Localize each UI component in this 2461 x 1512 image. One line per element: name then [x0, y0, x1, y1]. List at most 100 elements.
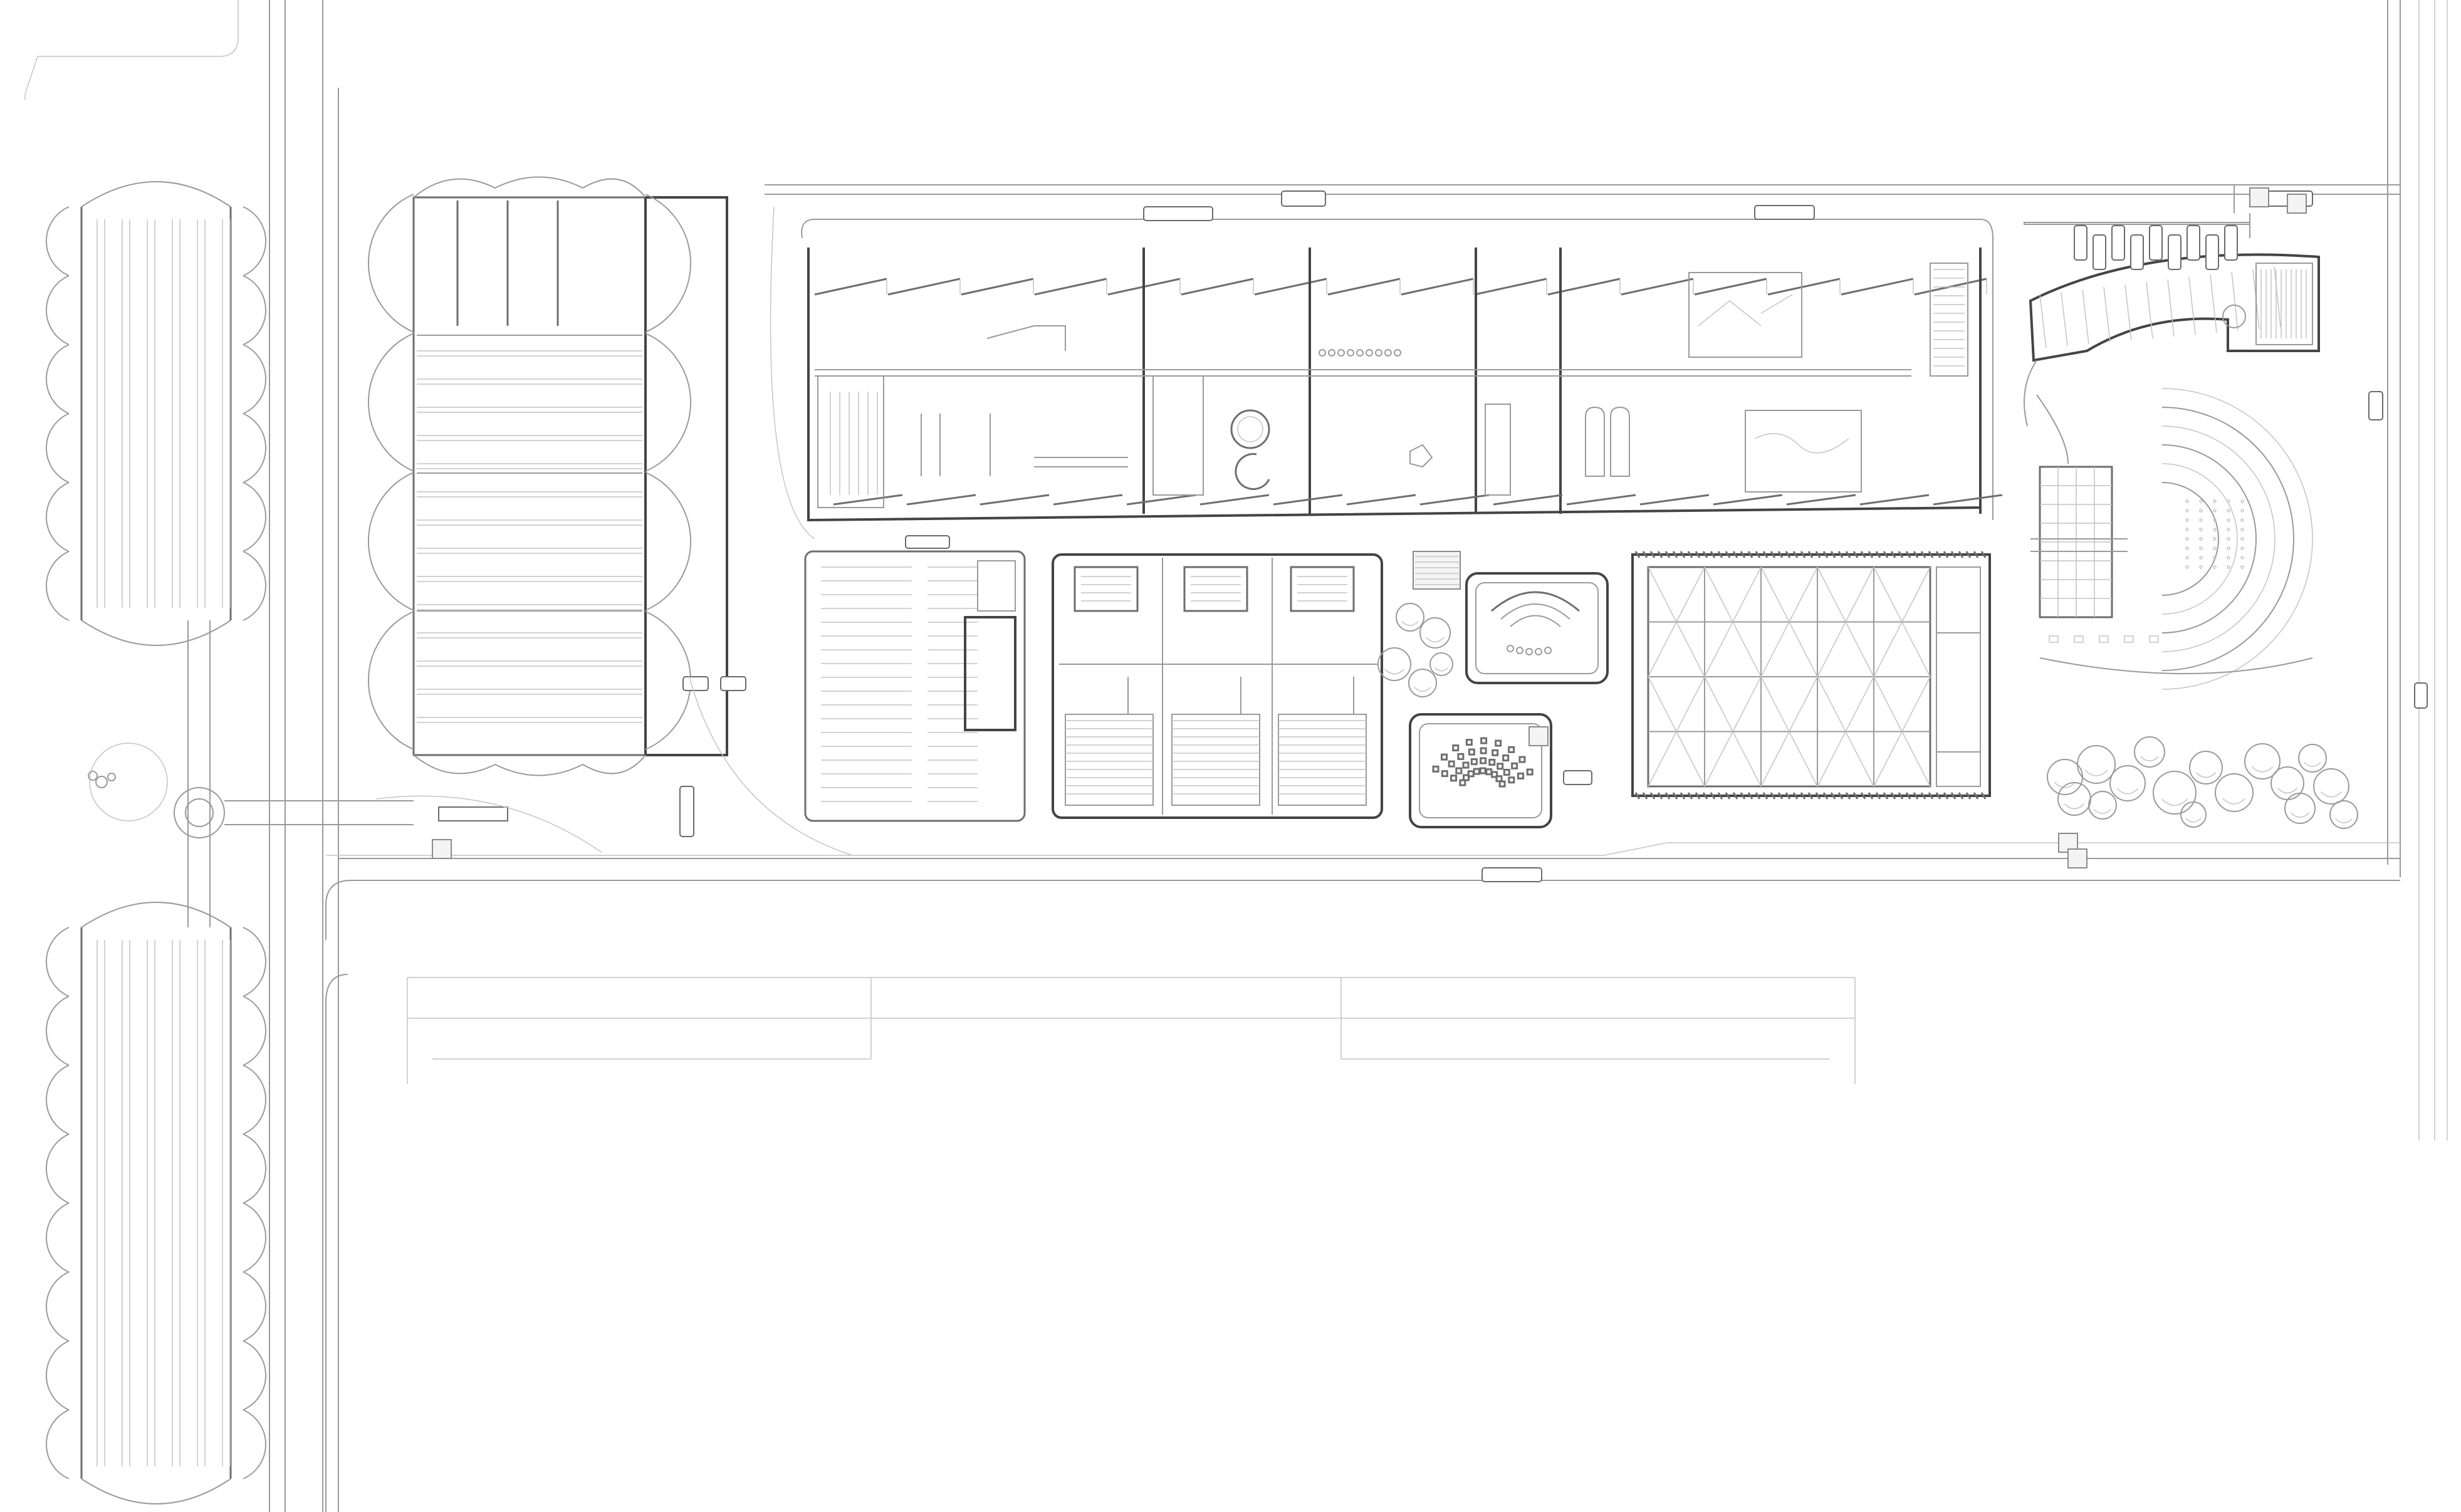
arena-rib [1928, 551, 1934, 558]
auditorium-seat [1503, 768, 1510, 776]
seating-terrace [2161, 425, 2276, 652]
tree-grove-plaza [2047, 736, 2358, 829]
greenhouse-arc [243, 1340, 267, 1410]
greenhouse-arc [243, 275, 267, 345]
auditorium-seat [1468, 748, 1475, 756]
display-figure [1366, 349, 1373, 357]
display-figure [1347, 349, 1354, 357]
room-wall [2103, 286, 2111, 343]
sawtooth-roof [1841, 278, 1914, 296]
arena-rib [1830, 551, 1836, 558]
arena-rib [1672, 792, 1678, 800]
seat-dot [2199, 546, 2203, 550]
arch-exhibit [1585, 406, 1605, 477]
plaza-edge [2039, 657, 2313, 674]
seat-dot [2199, 509, 2203, 513]
arena-rib [1837, 551, 1844, 558]
arena-rib [1664, 792, 1671, 800]
sawtooth-roof-south [1566, 494, 1636, 506]
seat-dot [2227, 528, 2230, 531]
bench [2149, 635, 2159, 643]
tree-shading [2084, 769, 2108, 776]
gallery-outline [807, 248, 1982, 522]
tree [2153, 771, 2197, 815]
arena-rib [1860, 551, 1866, 558]
auditorium-seat [1440, 753, 1448, 761]
tree-shading [2335, 818, 2353, 823]
greenhouse-arc [45, 1340, 70, 1410]
room-wall [2274, 266, 2281, 328]
arena-rib [1980, 551, 1987, 558]
arena-rib [1898, 551, 1904, 558]
tree-shading [2277, 788, 2298, 794]
arena-rib [1762, 551, 1769, 558]
seat-dot [2227, 546, 2230, 550]
sawtooth-gallery-building [801, 219, 2003, 522]
arena-rib [1680, 551, 1686, 558]
arena-rib [1935, 792, 1941, 800]
parked-bus [2224, 225, 2238, 261]
sawtooth-roof [1181, 278, 1254, 296]
arena-rib [1935, 551, 1941, 558]
greenhouse-arc [45, 1409, 70, 1479]
arena-truss [1760, 566, 1818, 787]
seating-terrace [2161, 444, 2257, 633]
seat-dot [2185, 528, 2189, 531]
open-air-amphitheatre [2030, 388, 2313, 690]
rotunda-exhibit [1230, 409, 1270, 449]
seat-dot [2185, 499, 2189, 503]
arena-rib [1770, 551, 1776, 558]
auditorium-seat [1480, 757, 1487, 764]
greenhouse-arc [243, 551, 267, 621]
arena-rib [1642, 551, 1648, 558]
court-grid [1059, 558, 1379, 815]
hall-arc [645, 472, 691, 611]
auditorium-seat [1448, 760, 1455, 768]
sawtooth-roof-south [1126, 494, 1196, 506]
arena-rib [1725, 792, 1731, 800]
tree [2215, 773, 2254, 812]
seat-dot [2240, 556, 2244, 560]
hall-arc [368, 194, 414, 333]
vehicle [1281, 190, 1326, 207]
auditorium-seat [1452, 744, 1460, 752]
parked-bus [2168, 234, 2181, 270]
arena-rib [1770, 792, 1776, 800]
tree-cluster-courtyard [1377, 603, 1453, 697]
display-figure [1319, 349, 1326, 357]
arena-rib [1913, 551, 1919, 558]
storage-warehouse [804, 550, 1026, 822]
auditorium-room [2255, 263, 2313, 345]
hall-service-wing [644, 196, 728, 756]
tree [2244, 743, 2281, 779]
kiosk [1528, 726, 1549, 746]
auditorium-seat [1465, 739, 1473, 746]
seat-dot [2213, 565, 2217, 569]
sawtooth-roof-south [1053, 494, 1123, 506]
arena-rib [1958, 792, 1964, 800]
greenhouse-arc [243, 1409, 267, 1479]
sawtooth-roof [814, 278, 887, 296]
parked-bus [2074, 225, 2087, 261]
arena-rib [1973, 792, 1979, 800]
room-wall [2039, 294, 2047, 348]
arena-rib [1672, 551, 1678, 558]
parked-bus [2130, 234, 2144, 270]
kiosk [2249, 187, 2269, 207]
auditorium-seat [1498, 780, 1506, 788]
arena-rib [1777, 792, 1784, 800]
tree-shading [2304, 762, 2321, 767]
seat-dot [2213, 556, 2217, 560]
exhibit-panel-house [1688, 272, 1802, 358]
arena-rib [1792, 551, 1799, 558]
rotunda-exhibit [1237, 416, 1263, 442]
tree-shading [2094, 809, 2111, 814]
seat-dot [2227, 565, 2230, 569]
sawtooth-roof-south [1859, 494, 1930, 506]
seat-dot [2213, 528, 2217, 531]
arena-rib [1965, 792, 1972, 800]
gallery-room [1485, 404, 1511, 496]
auditorium-upper [1465, 572, 1609, 684]
seat-dot [2199, 518, 2203, 522]
tree [2313, 768, 2349, 805]
